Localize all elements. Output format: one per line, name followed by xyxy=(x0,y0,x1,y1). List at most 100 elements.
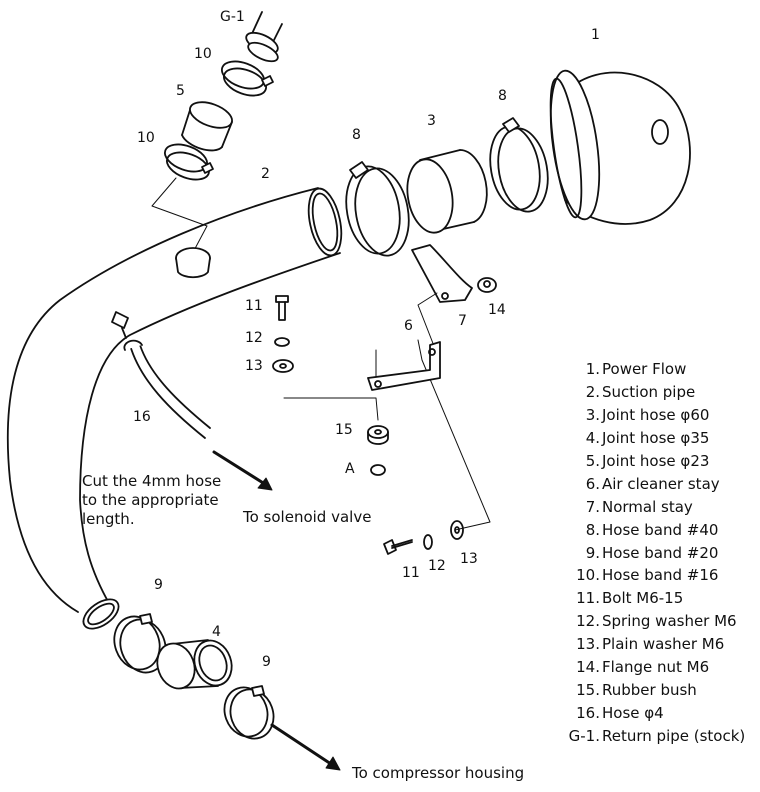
parts-list-item: 11.Bolt M6-15 xyxy=(560,587,758,610)
part-name: Joint hose φ35 xyxy=(602,429,710,448)
part-name: Hose band #20 xyxy=(602,543,719,562)
callout-1: 1 xyxy=(591,27,600,43)
callout-13-lower: 13 xyxy=(460,551,478,567)
callout-a: A xyxy=(345,461,355,477)
callout-13-upper: 13 xyxy=(245,358,263,374)
rubber-bush-15 xyxy=(367,425,389,445)
part-number: 9. xyxy=(585,543,600,562)
hose-band-8-left xyxy=(345,161,410,257)
callout-9-lower: 9 xyxy=(262,654,271,670)
bolt-11-upper xyxy=(275,295,289,321)
part-name: Flange nut M6 xyxy=(602,658,710,677)
part-name: Bolt M6-15 xyxy=(602,589,684,608)
part-name: Return pipe (stock) xyxy=(602,726,746,745)
callout-8-left: 8 xyxy=(352,127,361,143)
callout-6: 6 xyxy=(404,318,413,334)
callout-10-lower: 10 xyxy=(137,130,155,146)
callout-g1: G-1 xyxy=(220,9,245,25)
parts-list-item: 3.Joint hose φ60 xyxy=(560,404,758,427)
parts-list-item: 6.Air cleaner stay xyxy=(560,472,758,495)
callout-5: 5 xyxy=(176,83,185,99)
part-name: Rubber bush xyxy=(602,680,697,699)
part-name: Hose φ4 xyxy=(602,703,664,722)
callout-10-upper: 10 xyxy=(194,46,212,62)
part-name: Hose band #16 xyxy=(602,566,719,585)
parts-list-item: 9.Hose band #20 xyxy=(560,541,758,564)
hose-16 xyxy=(123,339,211,439)
parts-list-item: 7.Normal stay xyxy=(560,495,758,518)
callout-11-lower: 11 xyxy=(402,565,420,581)
parts-list-item: G-1.Return pipe (stock) xyxy=(560,724,758,747)
part-number: 3. xyxy=(585,406,600,425)
part-number: 12. xyxy=(576,612,600,631)
spring-washer-12-upper xyxy=(274,337,290,347)
part-number: 10. xyxy=(576,566,600,585)
callout-14: 14 xyxy=(488,302,506,318)
normal-stay-7 xyxy=(411,244,473,303)
suction-pipe-2 xyxy=(6,187,343,630)
parts-list-item: 13.Plain washer M6 xyxy=(560,633,758,656)
part-number: 16. xyxy=(576,703,600,722)
callout-8-right: 8 xyxy=(498,88,507,104)
callout-4: 4 xyxy=(212,624,221,640)
parts-list-item: 1.Power Flow xyxy=(560,358,758,381)
part-name: Air cleaner stay xyxy=(602,474,720,493)
part-name: Joint hose φ60 xyxy=(602,406,710,425)
part-name: Plain washer M6 xyxy=(602,635,725,654)
part-number: 4. xyxy=(585,429,600,448)
joint-hose-5 xyxy=(181,101,233,152)
part-number: 2. xyxy=(585,383,600,402)
part-number: 6. xyxy=(585,474,600,493)
callout-12-lower: 12 xyxy=(428,558,446,574)
flange-nut-14 xyxy=(477,277,497,293)
marker-a-ring xyxy=(370,464,386,476)
part-name: Normal stay xyxy=(602,497,693,516)
part-number: 5. xyxy=(585,452,600,470)
part-number: 14. xyxy=(576,658,600,677)
parts-list-item: 10.Hose band #16 xyxy=(560,564,758,587)
cut-hose-note: Cut the 4mm hose to the appropriate leng… xyxy=(82,472,221,529)
part-number: G-1. xyxy=(568,726,600,745)
bolt-11-lower xyxy=(383,539,413,555)
return-pipe-g1 xyxy=(245,11,283,63)
hose-band-9-right xyxy=(223,685,275,740)
parts-list-item: 14.Flange nut M6 xyxy=(560,656,758,679)
part-number: 11. xyxy=(576,589,600,608)
plain-washer-13-upper xyxy=(272,359,294,373)
parts-list-item: 15.Rubber bush xyxy=(560,678,758,701)
part-name: Suction pipe xyxy=(602,383,696,402)
to-solenoid-valve-label: To solenoid valve xyxy=(243,508,372,526)
callout-15: 15 xyxy=(335,422,353,438)
part-number: 13. xyxy=(576,635,600,654)
hose-band-8-right xyxy=(489,117,549,213)
part-number: 15. xyxy=(576,680,600,699)
hose-band-9-left xyxy=(113,613,167,674)
part-number: 7. xyxy=(585,497,600,516)
parts-list-item: 12.Spring washer M6 xyxy=(560,610,758,633)
part-number: 8. xyxy=(585,520,600,539)
joint-hose-3 xyxy=(406,149,488,234)
note-line: length. xyxy=(82,510,135,528)
parts-list-item: 8.Hose band #40 xyxy=(560,518,758,541)
callout-7: 7 xyxy=(458,313,467,329)
part-number: 1. xyxy=(585,360,600,379)
part-name: Joint hose φ23 xyxy=(602,452,710,470)
callout-9-upper: 9 xyxy=(154,577,163,593)
plain-washer-13-lower xyxy=(450,520,464,540)
parts-list-item: 2.Suction pipe xyxy=(560,381,758,404)
hose-band-10-lower xyxy=(164,143,214,181)
part-name: Hose band #40 xyxy=(602,520,719,539)
power-flow-1 xyxy=(549,69,691,225)
note-line: to the appropriate xyxy=(82,491,219,509)
spring-washer-12-lower xyxy=(423,534,433,550)
hose-band-10-upper xyxy=(221,60,274,97)
joint-hose-4 xyxy=(156,639,233,690)
callout-3: 3 xyxy=(427,113,436,129)
callout-16: 16 xyxy=(133,409,151,425)
part-name: Power Flow xyxy=(602,360,687,379)
parts-list-item: 16.Hose φ4 xyxy=(560,701,758,724)
parts-list: 1.Power Flow 2.Suction pipe 3.Joint hose… xyxy=(560,358,758,747)
part-name: Spring washer M6 xyxy=(602,612,737,631)
